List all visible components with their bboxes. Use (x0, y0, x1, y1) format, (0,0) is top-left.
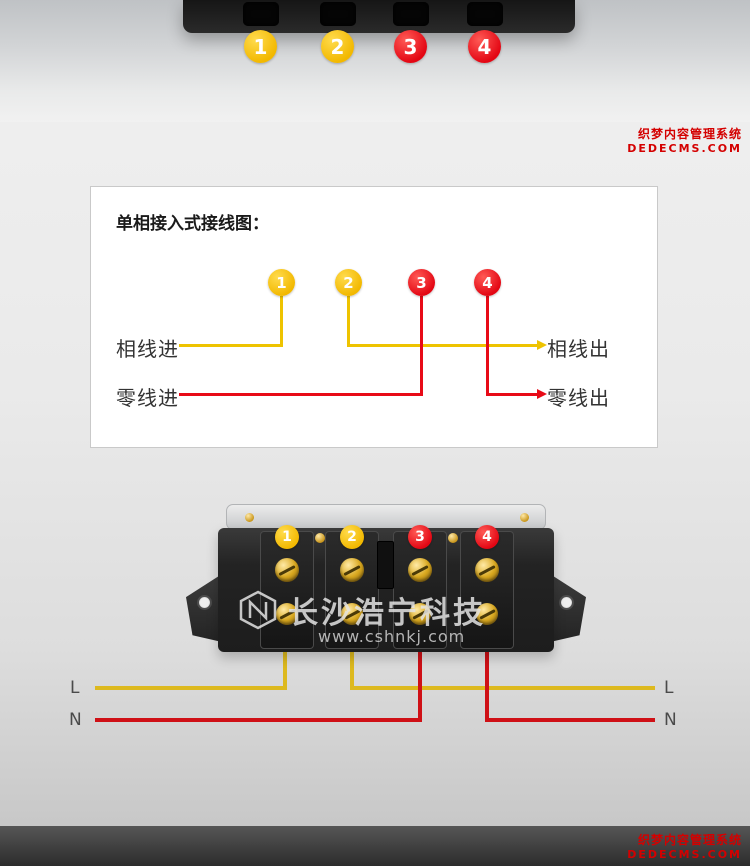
cms-watermark-footer-line2: DEDECMS.COM (627, 848, 742, 861)
terminal-hole-2 (320, 2, 356, 26)
footer-bar: 织梦内容管理系统 DEDECMS.COM (0, 826, 750, 866)
terminal-channel-4 (460, 531, 514, 649)
label-l-left: L (70, 678, 80, 698)
wire-phase-left-vertical (283, 650, 287, 688)
photo-badge-3: 3 (408, 525, 432, 549)
wiring-diagram-box: 单相接入式接线图： 1 2 3 4 相线进 零线进 相线出 零线出 (90, 186, 658, 448)
diagram-badge-4: 4 (474, 269, 501, 296)
cms-watermark-footer-line1: 织梦内容管理系统 (637, 833, 742, 847)
cms-watermark-top: 织梦内容管理系统 DEDECMS.COM (627, 127, 742, 156)
diagram-badge-3: 3 (408, 269, 435, 296)
label-phase-in: 相线进 (116, 337, 179, 361)
wire-neutral-right-vertical (485, 650, 489, 722)
photo-badge-2: 2 (340, 525, 364, 549)
terminal-hole-4 (467, 2, 503, 26)
hero-badge-4: 4 (468, 30, 501, 63)
terminal-channel-1 (260, 531, 314, 649)
plate-mini-screw-1-icon (315, 533, 325, 543)
fuse-component (377, 541, 394, 589)
hero-badge-3: 3 (394, 30, 427, 63)
terminal-channel-3 (393, 531, 447, 649)
neutral-in-drop-3 (420, 296, 423, 396)
cms-watermark-footer: 织梦内容管理系统 DEDECMS.COM (627, 833, 742, 862)
label-l-right: L (664, 678, 674, 698)
terminal-screw-4-bottom (476, 603, 498, 625)
brand-watermark-text: 长沙浩宁科技 (288, 596, 486, 631)
plate-mini-screw-2-icon (448, 533, 458, 543)
terminal-screw-1-bottom (276, 603, 298, 625)
wire-neutral-right (485, 718, 655, 722)
brand-logo-icon (239, 590, 277, 630)
terminal-hole-3 (393, 2, 429, 26)
diagram-badge-2: 2 (335, 269, 362, 296)
phase-out-drop-2 (347, 296, 350, 347)
cms-watermark-top-line2: DEDECMS.COM (627, 142, 742, 155)
wire-phase-right-vertical (350, 650, 354, 688)
phase-out-line (347, 344, 537, 347)
photo-badge-4: 4 (475, 525, 499, 549)
wire-neutral-left-vertical (418, 650, 422, 722)
hero-badge-1: 1 (244, 30, 277, 63)
diagram-title: 单相接入式接线图： (116, 214, 269, 234)
wire-phase-right (350, 686, 655, 690)
neutral-out-arrow-icon (537, 389, 547, 399)
terminal-block-top-plate (226, 504, 546, 530)
terminal-screw-2-top (340, 558, 364, 582)
neutral-out-drop-4 (486, 296, 489, 396)
terminal-screw-3-top (408, 558, 432, 582)
neutral-in-line (179, 393, 423, 396)
terminal-screw-1-top (275, 558, 299, 582)
hero-photo: 1 2 3 4 (0, 0, 750, 122)
cms-watermark-top-line1: 织梦内容管理系统 (637, 127, 742, 141)
terminal-screw-3-bottom (409, 603, 431, 625)
terminal-hole-1 (243, 2, 279, 26)
hero-badge-2: 2 (321, 30, 354, 63)
wire-neutral-left (95, 718, 422, 722)
label-phase-out: 相线出 (547, 337, 610, 361)
terminal-block-bottom (183, 0, 575, 33)
terminal-screw-4-top (475, 558, 499, 582)
brand-watermark: 长沙浩宁科技 (238, 588, 486, 632)
diagram-badge-1: 1 (268, 269, 295, 296)
plate-screw-left-icon (245, 513, 254, 522)
phase-in-drop-1 (280, 296, 283, 347)
photo-badge-1: 1 (275, 525, 299, 549)
label-n-left: N (69, 710, 82, 730)
label-n-right: N (664, 710, 677, 730)
terminal-screw-2-bottom (341, 603, 363, 625)
label-neutral-in: 零线进 (116, 386, 179, 410)
brand-watermark-url: www.cshnkj.com (318, 627, 466, 646)
mounting-hole-left-icon (197, 595, 212, 610)
phase-out-arrow-icon (537, 340, 547, 350)
neutral-out-line (486, 393, 537, 396)
plate-screw-right-icon (520, 513, 529, 522)
label-neutral-out: 零线出 (547, 386, 610, 410)
wire-phase-left (95, 686, 287, 690)
phase-in-line (179, 344, 283, 347)
mounting-hole-right-icon (559, 595, 574, 610)
